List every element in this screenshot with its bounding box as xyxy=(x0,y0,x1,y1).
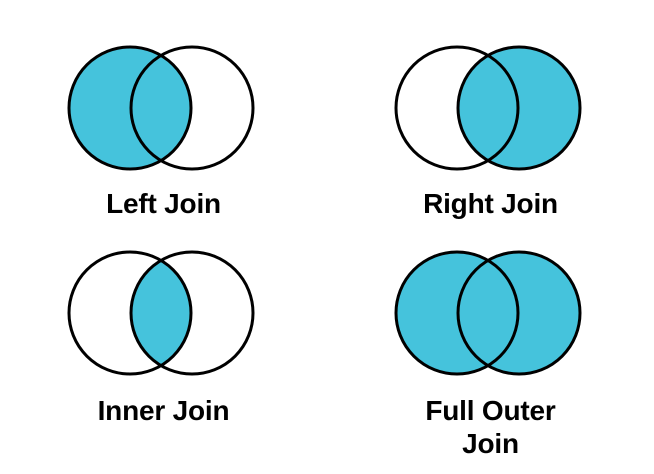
venn-full-outer-join xyxy=(391,247,591,380)
diagram-label-right-join: Right Join xyxy=(423,188,558,219)
venn-svg-full-outer-join xyxy=(394,250,581,376)
circle-outline-right xyxy=(129,45,254,171)
diagram-cell-right-join: Right Join xyxy=(327,0,654,237)
diagram-label-inner-join: Inner Join xyxy=(97,395,230,426)
diagram-cell-full-outer-join: Full Outer Join xyxy=(327,237,654,474)
region-overlap xyxy=(130,252,191,374)
circle-outline-right xyxy=(456,45,581,171)
diagram-label-left-join: Left Join xyxy=(106,188,221,219)
circle-outline-right xyxy=(129,250,254,376)
circle-outline-right xyxy=(456,250,581,376)
region-overlap xyxy=(457,47,518,169)
circle-outline-left xyxy=(394,250,519,376)
circle-outline-left xyxy=(67,45,192,171)
venn-left-join xyxy=(64,42,264,175)
venn-svg-inner-join xyxy=(67,250,254,376)
circle-outline-left xyxy=(394,45,519,171)
diagram-label-full-outer-join: Full Outer Join xyxy=(425,395,556,460)
region-overlap xyxy=(457,252,518,374)
diagram-cell-inner-join: Inner Join xyxy=(0,237,327,474)
circle-outline-left xyxy=(67,250,192,376)
venn-svg-left-join xyxy=(67,45,254,171)
venn-inner-join xyxy=(64,247,264,380)
region-overlap xyxy=(130,47,191,169)
venn-svg-right-join xyxy=(394,45,581,171)
venn-right-join xyxy=(391,42,591,175)
diagram-cell-left-join: Left Join xyxy=(0,0,327,237)
